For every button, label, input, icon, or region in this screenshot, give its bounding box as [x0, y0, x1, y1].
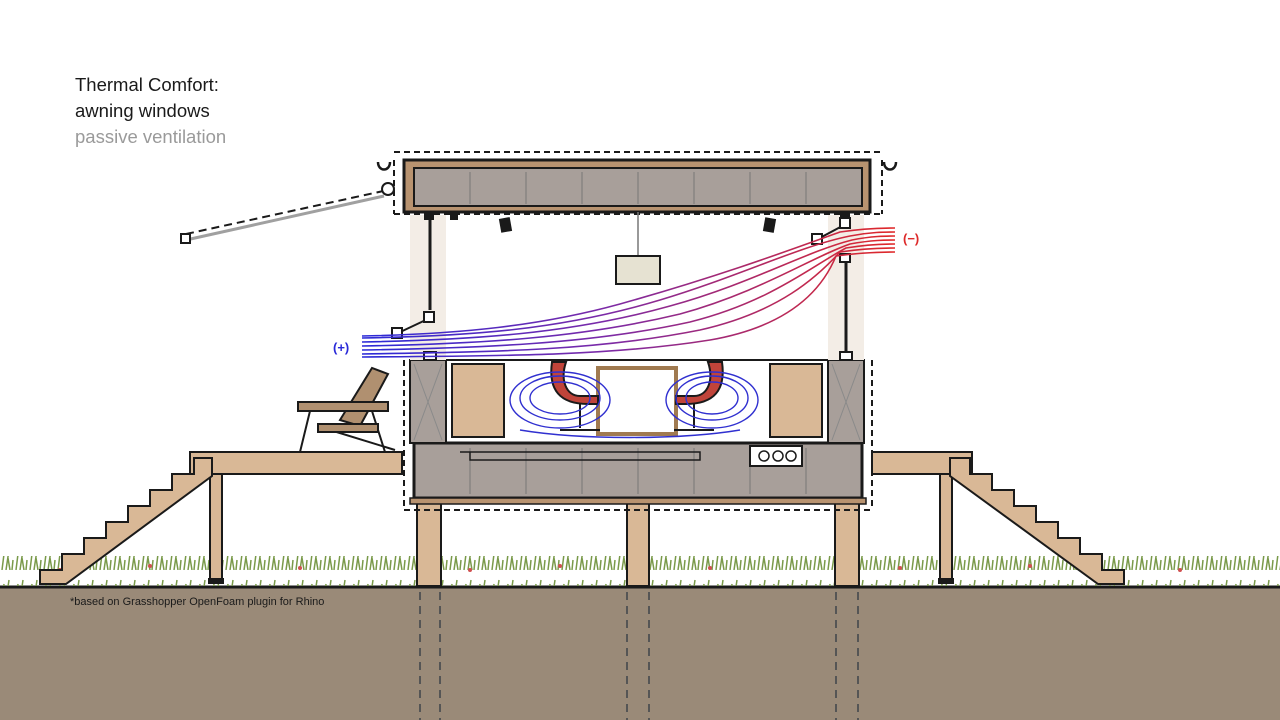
roof-joints	[469, 172, 807, 204]
lower-wall-left-bracing	[413, 363, 443, 441]
floor-insulation-outline	[403, 360, 873, 511]
gutter-right	[882, 161, 898, 171]
foundation-piles	[419, 592, 859, 720]
awning-window-high	[811, 217, 853, 361]
title-line-2: awning windows	[75, 100, 210, 121]
awning-hinge	[381, 182, 395, 196]
glass-wall-left	[410, 215, 446, 360]
footings	[208, 578, 954, 584]
ground	[0, 586, 1280, 720]
right-stairs	[949, 457, 1125, 585]
cabinet-frame	[445, 359, 829, 444]
cabinet-right	[769, 363, 823, 438]
airflow-streamlines	[361, 227, 896, 358]
awning-end	[180, 233, 191, 244]
decks	[189, 451, 973, 475]
outflow-label: (−)	[903, 231, 920, 246]
floor-outlet	[749, 445, 803, 467]
radiant-pipe	[460, 451, 701, 461]
floor-beam	[409, 497, 867, 505]
cabinet-left	[451, 363, 505, 438]
spot-lights	[424, 212, 850, 233]
footnote: *based on Grasshopper OpenFoam plugin fo…	[70, 596, 325, 608]
title-line-3: passive ventilation	[75, 126, 227, 147]
flowers	[58, 564, 1182, 572]
floor-slab-joints	[469, 448, 807, 494]
floor-outlet-circles	[758, 450, 797, 462]
lower-wall-right-bracing	[831, 363, 861, 441]
pendant-lamp	[615, 255, 661, 285]
diagram-title: Thermal Comfort: awning windows passive …	[75, 72, 226, 150]
inflow-label: (+)	[333, 340, 350, 355]
recirculation-vortices	[509, 371, 759, 439]
columns	[209, 472, 953, 587]
title-line-1: Thermal Comfort:	[75, 74, 219, 95]
awning-arm-grey	[185, 194, 385, 242]
deck-chair	[297, 366, 396, 453]
gutter-left	[376, 161, 392, 171]
awning-arm-dashed	[185, 189, 389, 235]
left-stairs	[39, 457, 213, 585]
